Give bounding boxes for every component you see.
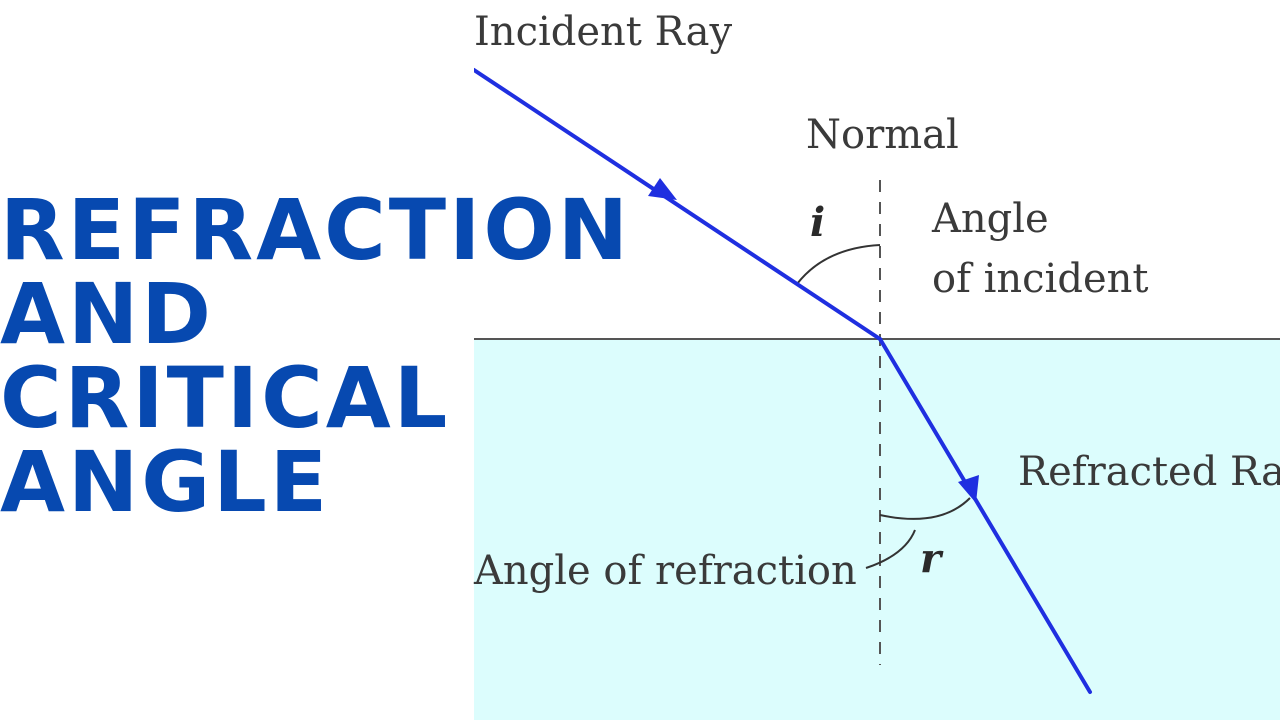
title-line-3: CRITICAL <box>0 349 451 447</box>
refracted-ray-label: Refracted Ray <box>1018 449 1280 495</box>
angle-r-arc <box>879 497 971 520</box>
angle-of-incident-label-line2: of incident <box>932 256 1148 302</box>
denser-medium-region <box>474 339 1280 720</box>
title-line-1: REFRACTION <box>0 181 632 279</box>
title-line-4: ANGLE <box>0 433 331 531</box>
title-line-2: AND <box>0 265 215 363</box>
angle-of-incident-label-line1: Angle <box>931 196 1049 242</box>
incident-ray <box>474 68 882 341</box>
angle-i-arc <box>796 244 881 285</box>
angle-of-refraction-label: Angle of refraction <box>473 548 857 594</box>
angle-i-symbol: i <box>810 199 825 246</box>
refracted-ray <box>878 337 1092 694</box>
refracted-ray-arrowhead <box>958 475 979 503</box>
angle-of-refraction-pointer <box>865 529 916 569</box>
incident-ray-arrowhead <box>648 178 677 200</box>
incident-ray-label: Incident Ray <box>474 9 732 55</box>
angle-r-symbol: r <box>920 535 944 582</box>
normal-label: Normal <box>806 112 959 158</box>
slide-title: REFRACTION AND CRITICAL ANGLE <box>0 188 640 524</box>
